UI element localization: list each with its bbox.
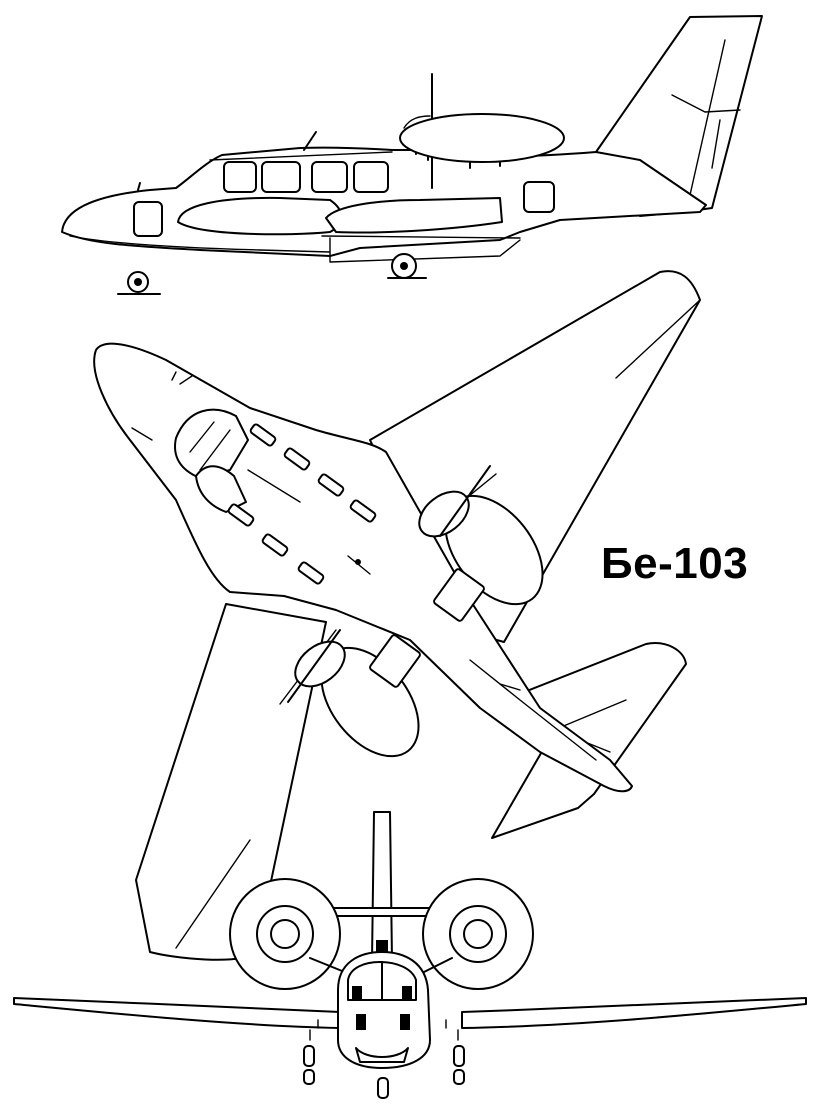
side-window-4 — [353, 161, 389, 193]
side-window-1 — [223, 161, 257, 193]
side-view — [61, 15, 763, 295]
front-view — [13, 811, 807, 1099]
plan-view — [93, 270, 701, 961]
side-window-nose — [133, 201, 163, 237]
plan-view-horizontal-tail — [491, 642, 687, 839]
model-title: Бе-103 — [601, 539, 749, 588]
front-view-fin — [371, 811, 393, 961]
side-window-rear — [523, 181, 555, 213]
side-window-3 — [311, 161, 348, 193]
side-view-wing — [325, 197, 503, 234]
side-view-engine-nacelle — [399, 113, 565, 163]
side-window-2 — [261, 161, 301, 193]
front-view-wing — [13, 997, 341, 1029]
